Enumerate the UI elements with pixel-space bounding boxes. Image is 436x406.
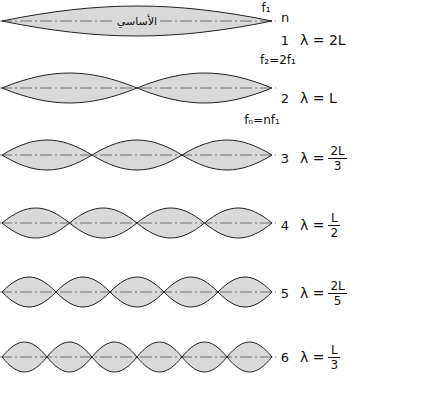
fraction: L2: [328, 211, 340, 240]
harmonic-number: 2: [281, 92, 289, 105]
fraction-numerator: 2L: [328, 279, 346, 293]
fraction-bar: [328, 293, 346, 294]
loop-outline: [2, 140, 272, 170]
loop-outline: [2, 208, 272, 238]
fraction: L3: [328, 343, 340, 372]
loop-outline: [2, 6, 272, 36]
harmonic-number: 5: [281, 287, 289, 300]
fraction: 2L3: [328, 144, 346, 173]
loop-label: الأساسي: [114, 16, 160, 27]
center-line: [0, 292, 276, 293]
harmonic-number: 4: [281, 219, 289, 232]
frequency-label: fₙ=nf₁: [244, 114, 280, 126]
fraction-denominator: 3: [332, 159, 344, 173]
fraction-bar: [328, 225, 340, 226]
wavelength-label: λ =: [300, 218, 324, 232]
fraction: 2L5: [328, 279, 346, 308]
harmonic-header: n: [281, 11, 289, 24]
loop-outline: [2, 73, 272, 103]
wavelength-label: λ = 2L: [300, 33, 346, 47]
fraction-numerator: L: [329, 343, 340, 357]
loop-outline: [2, 277, 272, 307]
fraction-numerator: L: [329, 211, 340, 225]
center-line: [0, 155, 276, 156]
wavelength-label: λ =: [300, 350, 324, 364]
frequency-label: f₁: [261, 2, 270, 14]
fraction-denominator: 5: [332, 294, 344, 308]
wavelength-label: λ = L: [300, 91, 337, 105]
harmonic-number: 1: [281, 34, 289, 47]
wavelength-label: λ =: [300, 151, 324, 165]
fraction-bar: [328, 357, 340, 358]
wavelength-label: λ =: [300, 286, 324, 300]
fraction-numerator: 2L: [328, 144, 346, 158]
loop-outline: [2, 342, 272, 372]
frequency-label: f₂=2f₁: [260, 54, 296, 66]
loop-group: [0, 6, 276, 36]
fraction-denominator: 3: [328, 358, 340, 372]
center-line: [0, 357, 276, 358]
fundamental-loop: الأساسي: [2, 6, 272, 36]
harmonic-number: 6: [281, 351, 289, 364]
fraction-bar: [328, 158, 346, 159]
fraction-denominator: 2: [328, 226, 340, 240]
harmonic-number: 3: [281, 152, 289, 165]
